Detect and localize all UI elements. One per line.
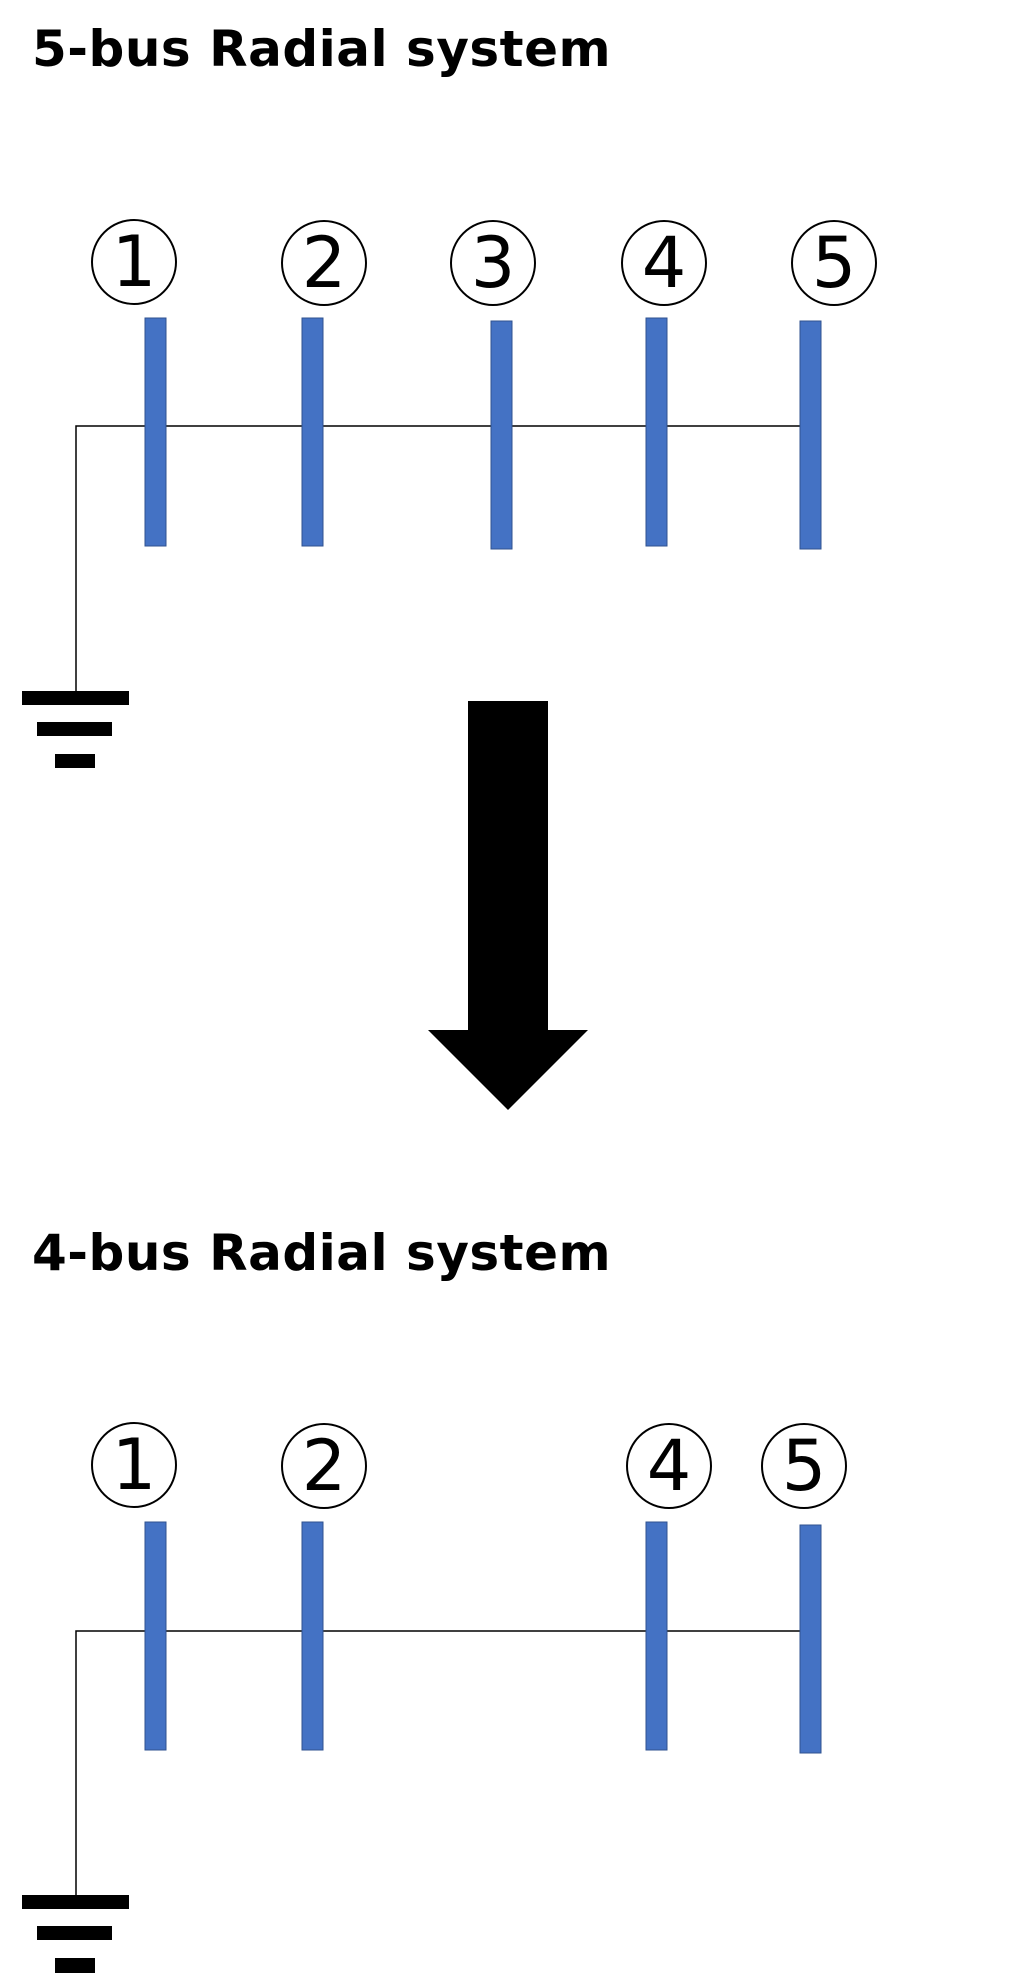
- title-5-bus-system: 5-bus Radial system: [32, 20, 612, 78]
- bus-2-bar: [301, 1521, 324, 1751]
- bus-2-circle: [281, 220, 367, 306]
- feeder-line: [75, 1630, 808, 1896]
- bus-4-marker: 4: [621, 220, 707, 306]
- feeder-line: [75, 425, 808, 692]
- bus-2-label: 2: [302, 1425, 347, 1507]
- bus-4-label: 4: [642, 222, 687, 304]
- down-arrow-icon: [428, 701, 588, 1110]
- bus-1-marker: 1: [91, 219, 177, 305]
- bus-5-label: 5: [782, 1425, 827, 1507]
- bus-1-bar: [144, 317, 167, 547]
- bus-4-circle: [621, 220, 707, 306]
- bus-4-bar: [645, 1521, 668, 1751]
- four-bus-system: 1 2 4 5: [22, 1422, 847, 1973]
- bus-2-bar: [301, 317, 324, 547]
- ground-icon: [22, 1895, 129, 1973]
- bus-5-bar: [799, 320, 822, 550]
- bus-5-circle: [761, 1423, 847, 1509]
- bus-2-circle: [281, 1423, 367, 1509]
- bus-4-marker: 4: [626, 1423, 712, 1509]
- bus-3-marker: 3: [450, 220, 536, 306]
- bus-4-bar: [645, 317, 668, 547]
- bus-1-circle: [91, 1422, 177, 1508]
- bus-4-label: 4: [647, 1425, 692, 1507]
- title-4-bus-system: 4-bus Radial system: [32, 1224, 612, 1282]
- bus-5-marker: 5: [791, 220, 877, 306]
- bus-1-marker: 1: [91, 1422, 177, 1508]
- bus-2-marker: 2: [281, 1423, 367, 1509]
- bus-1-label: 1: [112, 1424, 157, 1506]
- bus-5-bar: [799, 1524, 822, 1754]
- bus-4-circle: [626, 1423, 712, 1509]
- bus-5-label: 5: [812, 222, 857, 304]
- bus-2-label: 2: [302, 222, 347, 304]
- bus-1-label: 1: [112, 221, 157, 303]
- five-bus-system: 1 2 3 4 5: [22, 219, 877, 768]
- bus-1-circle: [91, 219, 177, 305]
- bus-3-label: 3: [471, 222, 516, 304]
- bus-5-circle: [791, 220, 877, 306]
- bus-3-bar: [490, 320, 513, 550]
- bus-3-circle: [450, 220, 536, 306]
- bus-2-marker: 2: [281, 220, 367, 306]
- bus-5-marker: 5: [761, 1423, 847, 1509]
- ground-icon: [22, 691, 129, 768]
- bus-1-bar: [144, 1521, 167, 1751]
